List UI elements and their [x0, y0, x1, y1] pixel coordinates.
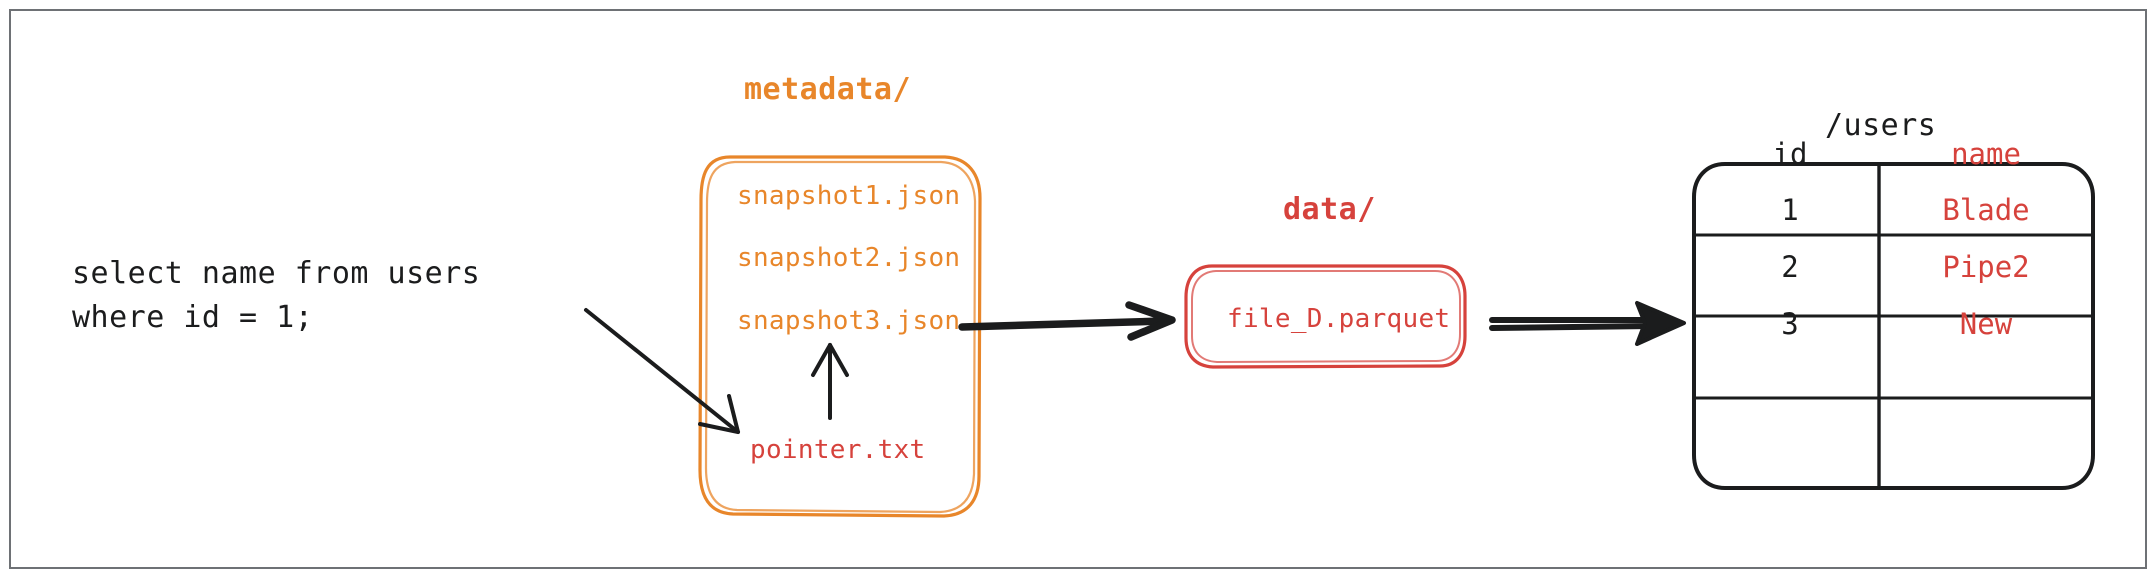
metadata-file-pointer: pointer.txt — [750, 435, 926, 465]
metadata-file-snapshot1: snapshot1.json — [737, 181, 961, 211]
data-box — [1184, 264, 1467, 369]
sql-query-line-1: select name from users — [72, 256, 481, 291]
data-to-table-arrow — [1489, 301, 1686, 346]
data-caption: data/ — [1283, 192, 1376, 227]
metadata-file-snapshot2: snapshot2.json — [737, 243, 961, 273]
table-header-id: id — [1772, 137, 1808, 171]
table-cell-id-3: 3 — [1781, 307, 1799, 341]
sql-query-block: select name from users where id = 1; — [72, 252, 480, 339]
users-table-shape — [1692, 162, 2095, 490]
table-cell-name-1: Blade — [1942, 193, 2030, 227]
query-to-pointer-arrow — [584, 308, 740, 434]
sql-query-line-2: where id = 1; — [72, 299, 314, 335]
users-table-caption: /users — [1825, 108, 1937, 143]
metadata-file-snapshot3: snapshot3.json — [737, 306, 961, 336]
metadata-caption: metadata/ — [744, 72, 912, 107]
table-cell-id-1: 1 — [1781, 193, 1799, 227]
pointer-to-snapshot-arrow — [811, 343, 849, 420]
table-cell-id-2: 2 — [1781, 250, 1799, 284]
metadata-to-data-arrow — [958, 301, 1176, 341]
metadata-box — [698, 155, 982, 518]
table-cell-name-2: Pipe2 — [1942, 250, 2030, 284]
table-header-name: name — [1951, 137, 2021, 171]
data-file-parquet: file_D.parquet — [1227, 304, 1451, 334]
table-cell-name-3: New — [1959, 307, 2013, 341]
